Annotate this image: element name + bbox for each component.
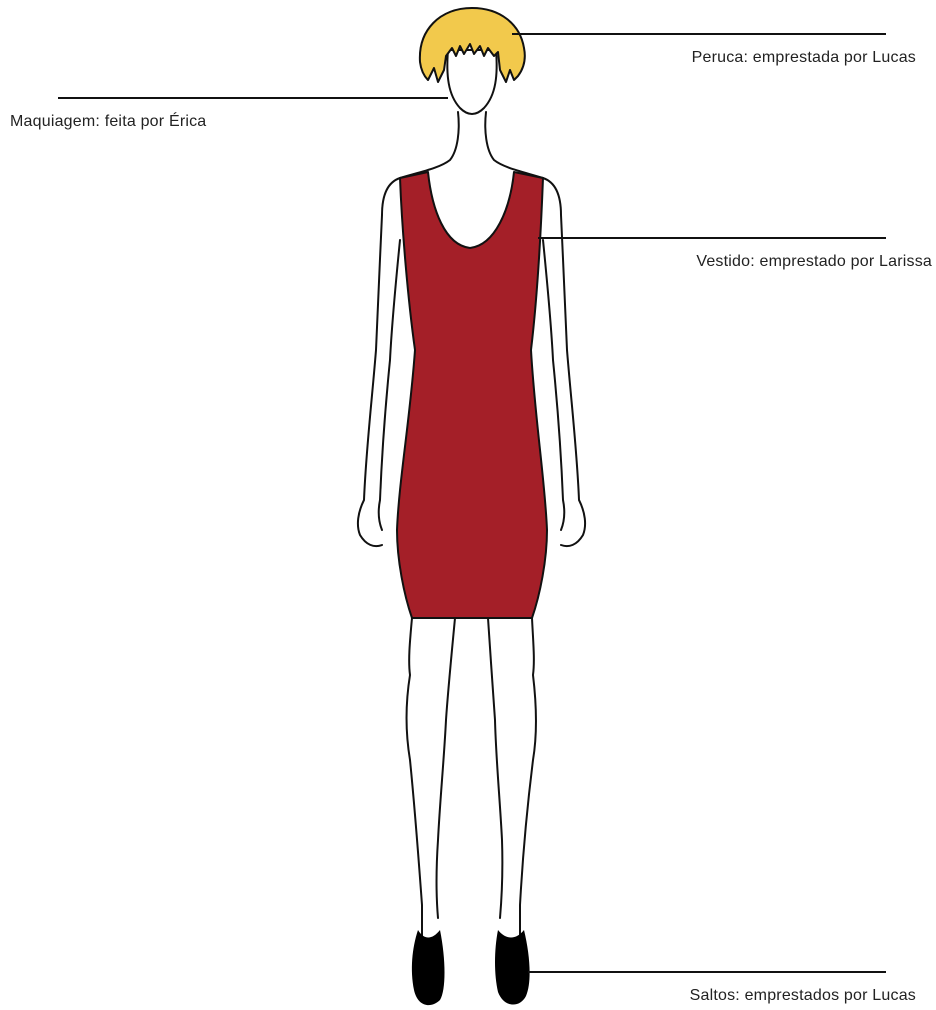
- legs: [407, 618, 536, 938]
- callout-dress: Vestido: emprestado por Larissa: [538, 238, 932, 270]
- wig-credit-label: Peruca: emprestada por Lucas: [692, 49, 916, 66]
- left-leg: [407, 618, 455, 938]
- callout-wig: Peruca: emprestada por Lucas: [512, 34, 916, 66]
- right-arm: [543, 178, 585, 546]
- face: [447, 50, 496, 114]
- heels-credit-label: Saltos: emprestados por Lucas: [690, 987, 916, 1004]
- dress-credit-label: Vestido: emprestado por Larissa: [696, 253, 932, 270]
- red-dress: [397, 172, 547, 618]
- shoes: [412, 930, 530, 1005]
- blonde-wig: [420, 8, 525, 82]
- fashion-figure: [358, 8, 585, 1005]
- callout-makeup: Maquiagem: feita por Érica: [10, 98, 448, 130]
- left-arm: [358, 178, 400, 546]
- callout-heels: Saltos: emprestados por Lucas: [528, 972, 916, 1004]
- neck: [400, 112, 543, 178]
- left-shoe: [412, 930, 445, 1005]
- right-leg: [488, 618, 536, 938]
- makeup-credit-label: Maquiagem: feita por Érica: [10, 111, 206, 130]
- right-shoe: [495, 930, 530, 1005]
